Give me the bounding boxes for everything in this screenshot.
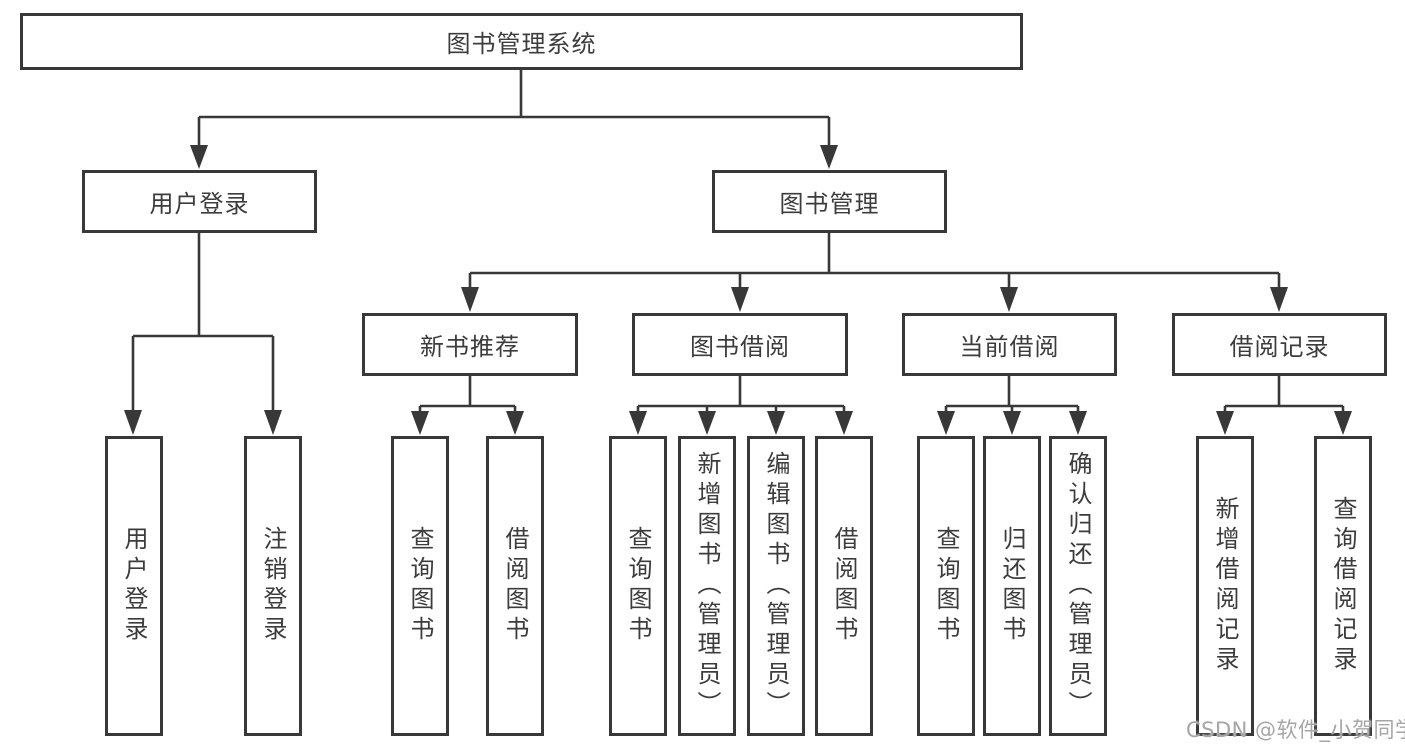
node-user-login: 用户登录 xyxy=(82,170,317,233)
leaf-bb-edit-books-admin: 编辑图书（管理员） xyxy=(747,436,805,736)
leaf-cb-confirm-return-admin: 确认归还（管理员） xyxy=(1049,436,1107,736)
node-current-borrow: 当前借阅 xyxy=(902,313,1117,376)
leaf-bb-borrow-books: 借阅图书 xyxy=(815,436,873,736)
leaf-user-login: 用户登录 xyxy=(105,436,163,736)
watermark: CSDN @软件_小贺同学 xyxy=(1186,718,1405,742)
leaf-nb-query-books: 查询图书 xyxy=(391,436,449,736)
leaf-nb-borrow-books: 借阅图书 xyxy=(486,436,544,736)
leaf-bb-query-books: 查询图书 xyxy=(609,436,667,736)
node-root-system: 图书管理系统 xyxy=(20,13,1023,70)
leaf-logout: 注销登录 xyxy=(244,436,302,736)
leaf-bb-add-books-admin: 新增图书（管理员） xyxy=(678,436,736,736)
node-book-management: 图书管理 xyxy=(712,170,947,233)
leaf-br-add-record: 新增借阅记录 xyxy=(1196,436,1254,736)
node-borrow-records: 借阅记录 xyxy=(1172,313,1387,376)
leaf-br-query-record: 查询借阅记录 xyxy=(1314,436,1372,736)
node-new-book-recommend: 新书推荐 xyxy=(362,313,578,376)
leaf-cb-query-books: 查询图书 xyxy=(917,436,975,736)
node-book-borrow: 图书借阅 xyxy=(632,313,848,376)
leaf-cb-return-books: 归还图书 xyxy=(983,436,1041,736)
